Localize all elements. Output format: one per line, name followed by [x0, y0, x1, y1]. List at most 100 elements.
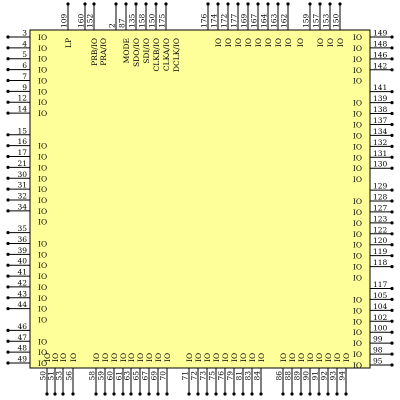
- left-pin-label: IO: [38, 316, 47, 325]
- top-pin-number: 172: [220, 13, 229, 28]
- right-pin-label: IO: [353, 164, 362, 173]
- right-pin-number: 128: [373, 193, 388, 202]
- bottom-pin-terminal: [344, 392, 348, 396]
- bottom-pin-label: IO: [101, 353, 110, 362]
- bottom-pin-label: IO: [203, 353, 212, 362]
- top-pin-number: 157: [312, 13, 321, 28]
- top-pin-label: PRB/IO: [90, 38, 99, 66]
- right-pin-label: IO: [353, 295, 362, 304]
- left-pin-number: 36: [17, 235, 27, 244]
- top-pin-terminal: [114, 2, 118, 6]
- right-pin-terminal: [390, 155, 394, 159]
- left-pin-terminal: [6, 350, 10, 354]
- right-pin-number: 105: [373, 291, 388, 300]
- left-pin-terminal: [6, 328, 10, 332]
- left-pin-number: 48: [17, 344, 27, 353]
- bottom-pin-label: IO: [297, 353, 306, 362]
- right-pin-number: 146: [373, 50, 388, 59]
- bottom-pin-number: 70: [159, 371, 168, 381]
- top-pin-number: 162: [280, 13, 289, 28]
- bottom-pin-label: IO: [279, 353, 288, 362]
- left-pin-number: 14: [17, 105, 27, 114]
- bottom-pin-label: IO: [342, 353, 351, 362]
- top-pin-terminal: [338, 2, 342, 6]
- right-pin-number: 99: [373, 335, 383, 344]
- right-pin-terminal: [390, 319, 394, 323]
- left-pin-terminal: [6, 231, 10, 235]
- left-pin-label: IO: [38, 44, 47, 53]
- top-pin-terminal: [328, 2, 332, 6]
- top-pin-label: IO: [326, 38, 335, 47]
- top-pin-label: IO: [296, 38, 305, 47]
- bottom-pin-number: 81: [235, 371, 244, 381]
- right-pin-terminal: [390, 68, 394, 72]
- top-pin-number: 177: [230, 13, 239, 28]
- bottom-pin-terminal: [53, 392, 57, 396]
- bottom-pin-number: 84: [253, 371, 262, 381]
- right-pin-label: IO: [353, 142, 362, 151]
- top-pin-number: 176: [200, 13, 209, 28]
- bottom-pin-terminal: [103, 392, 107, 396]
- bottom-pin-terminal: [187, 392, 191, 396]
- bottom-pin-number: 94: [338, 371, 347, 381]
- right-pin-terminal: [390, 144, 394, 148]
- bottom-pin-label: IO: [92, 353, 101, 362]
- top-pin-terminal: [226, 2, 230, 6]
- right-pin-group: 149IO148IO146IO142IOIO141139IO138IO137IO…: [353, 29, 394, 370]
- top-pin-terminal: [318, 2, 322, 6]
- bottom-pin-label: IO: [333, 353, 342, 362]
- top-pin-number: 158: [138, 13, 147, 28]
- right-pin-terminal: [390, 308, 394, 312]
- bottom-pin-number: 59: [97, 371, 106, 381]
- left-pin-terminal: [6, 165, 10, 169]
- top-pin-number: 174: [210, 13, 219, 28]
- bottom-pin-number: 73: [199, 371, 208, 381]
- left-pin-label: IO: [38, 261, 47, 270]
- top-pin-number: 87: [118, 18, 127, 28]
- top-pin-label: CLKA/IO: [162, 38, 171, 71]
- bottom-pin-label: IO: [110, 353, 119, 362]
- top-pin-number: 135: [128, 13, 137, 28]
- right-pin-number: 141: [373, 83, 387, 92]
- bottom-pin-label: IO: [230, 353, 239, 362]
- left-pin-label: IO: [38, 196, 47, 205]
- right-pin-number: 118: [373, 258, 388, 267]
- left-pin-terminal: [6, 307, 10, 311]
- bottom-pin-label: IO: [239, 353, 248, 362]
- left-pin-label: IO: [38, 305, 47, 314]
- left-pin-label: IO: [38, 294, 47, 303]
- bottom-pin-terminal: [121, 392, 125, 396]
- right-pin-label: IO: [353, 153, 362, 162]
- bottom-pin-terminal: [165, 392, 169, 396]
- bottom-pin-label: IO: [306, 353, 315, 362]
- left-pin-label: IO: [38, 33, 47, 42]
- left-pin-number: 32: [17, 192, 27, 201]
- top-pin-terminal: [164, 2, 168, 6]
- right-pin-terminal: [390, 297, 394, 301]
- right-pin-number: 130: [373, 160, 388, 169]
- top-pin-number: 109: [60, 13, 69, 28]
- right-pin-number: 102: [373, 313, 388, 322]
- bottom-pin-number: 58: [88, 371, 97, 381]
- left-pin-terminal: [6, 241, 10, 246]
- left-pin-terminal: [6, 285, 10, 289]
- left-pin-label: IO: [38, 98, 47, 107]
- right-pin-label: IO: [353, 33, 362, 42]
- bottom-pin-number: 53: [55, 371, 64, 381]
- bottom-pin-number: 83: [244, 371, 253, 381]
- bottom-pin-terminal: [94, 392, 98, 396]
- bottom-pin-number: 72: [190, 371, 199, 381]
- top-pin-terminal: [246, 2, 250, 6]
- right-pin-number: 132: [373, 138, 388, 147]
- bottom-pin-terminal: [147, 392, 151, 396]
- top-pin-number: 169: [240, 13, 249, 28]
- right-pin-terminal: [390, 199, 394, 203]
- right-pin-label: IO: [353, 110, 362, 119]
- right-pin-label: IO: [353, 361, 362, 370]
- bottom-pin-terminal: [299, 392, 303, 396]
- left-pin-terminal: [6, 176, 10, 180]
- bottom-pin-label: IO: [136, 353, 145, 362]
- left-pin-number: 12: [17, 94, 27, 103]
- right-pin-label: IO: [353, 306, 362, 315]
- left-pin-number: 9: [22, 83, 27, 92]
